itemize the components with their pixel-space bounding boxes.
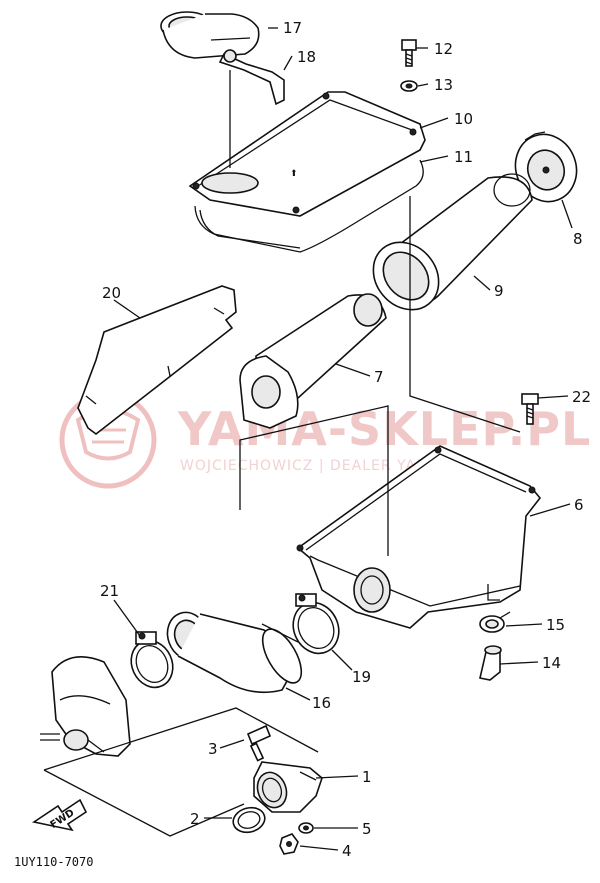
carburetor-reference xyxy=(40,656,131,757)
callout-4: 4 xyxy=(342,842,352,860)
part-11-seal xyxy=(194,159,424,253)
callout-22: 22 xyxy=(572,388,591,406)
part-18-hose xyxy=(218,49,285,106)
part-14-drain-plug xyxy=(479,645,502,681)
part-8-end-cap xyxy=(514,131,578,203)
callout-19: 19 xyxy=(352,668,371,686)
callout-21: 21 xyxy=(100,582,119,600)
watermark: YAMA-SKLEP.PL WOJCIECHOWICZ | DEALER YAM… xyxy=(59,391,590,489)
callout-1: 1 xyxy=(362,768,372,786)
callout-2: 2 xyxy=(190,810,200,828)
callout-9: 9 xyxy=(494,282,504,300)
part-22-bolt xyxy=(521,393,539,425)
part-5-washer xyxy=(298,822,314,834)
callout-17: 17 xyxy=(283,19,302,37)
part-4-nut xyxy=(279,833,299,855)
callout-10: 10 xyxy=(454,110,473,128)
callout-15: 15 xyxy=(546,616,565,634)
part-2-o-ring xyxy=(232,806,266,834)
part-15-drain-clamp xyxy=(479,611,511,633)
assembly-lines xyxy=(43,27,573,851)
callout-labels: 17 18 12 13 10 11 8 9 20 7 22 6 21 15 14… xyxy=(100,19,591,860)
watermark-subtitle: WOJCIECHOWICZ | DEALER YAMAHA xyxy=(180,458,462,474)
callout-5: 5 xyxy=(362,820,372,838)
part-9-filter-element xyxy=(372,173,533,311)
part-1-carburetor-joint xyxy=(253,761,323,813)
callout-13: 13 xyxy=(434,76,453,94)
part-3-screw xyxy=(246,724,272,762)
callout-16: 16 xyxy=(312,694,331,712)
callout-11: 11 xyxy=(454,148,473,166)
callout-14: 14 xyxy=(542,654,561,672)
callout-8: 8 xyxy=(573,230,583,248)
part-7-filter-guide xyxy=(239,293,387,429)
part-19-band-clamp xyxy=(292,593,340,655)
callout-7: 7 xyxy=(374,368,384,386)
part-12-bolt xyxy=(401,39,417,67)
cover-marking: ⬆ xyxy=(290,169,298,179)
callout-18: 18 xyxy=(297,48,316,66)
callout-3: 3 xyxy=(208,740,218,758)
callout-6: 6 xyxy=(574,496,584,514)
callout-12: 12 xyxy=(434,40,453,58)
part-6-air-cleaner-case xyxy=(296,445,542,629)
part-20-cover-plate xyxy=(77,285,237,436)
callout-20: 20 xyxy=(102,284,121,302)
fwd-arrow-icon: FWD xyxy=(31,798,88,832)
part-13-washer xyxy=(400,80,418,92)
diagram-code: 1UY110-7070 xyxy=(14,855,93,869)
part-21-band-clamp xyxy=(130,631,174,689)
part-16-air-cleaner-joint xyxy=(166,611,303,694)
part-17-intake-duct xyxy=(160,11,260,59)
part-10-case-cover: ⬆ xyxy=(188,91,426,217)
